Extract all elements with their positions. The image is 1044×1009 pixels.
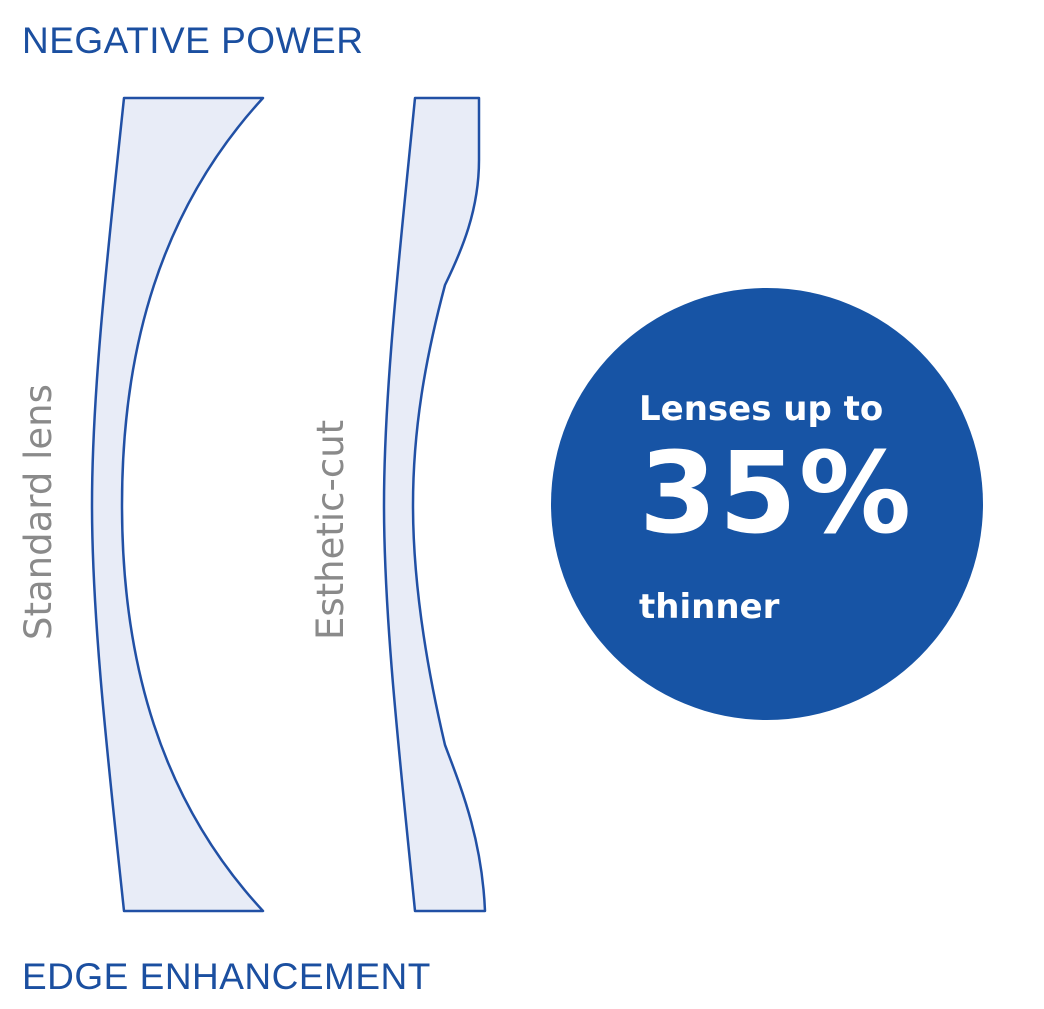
esthetic-cut-label: Esthetic-cut — [309, 419, 352, 640]
esthetic-cut-lens-shape — [382, 96, 487, 913]
badge-percentage: 35% — [639, 429, 914, 559]
badge-intro-text: Lenses up to — [639, 389, 884, 429]
standard-lens-shape — [90, 96, 265, 913]
standard-lens-label: Standard lens — [17, 384, 60, 640]
thinner-badge: Lenses up to 35% thinner — [551, 288, 983, 720]
negative-power-heading: NEGATIVE POWER — [22, 20, 364, 61]
edge-enhancement-heading: EDGE ENHANCEMENT — [22, 956, 431, 997]
badge-outro-text: thinner — [639, 587, 780, 627]
